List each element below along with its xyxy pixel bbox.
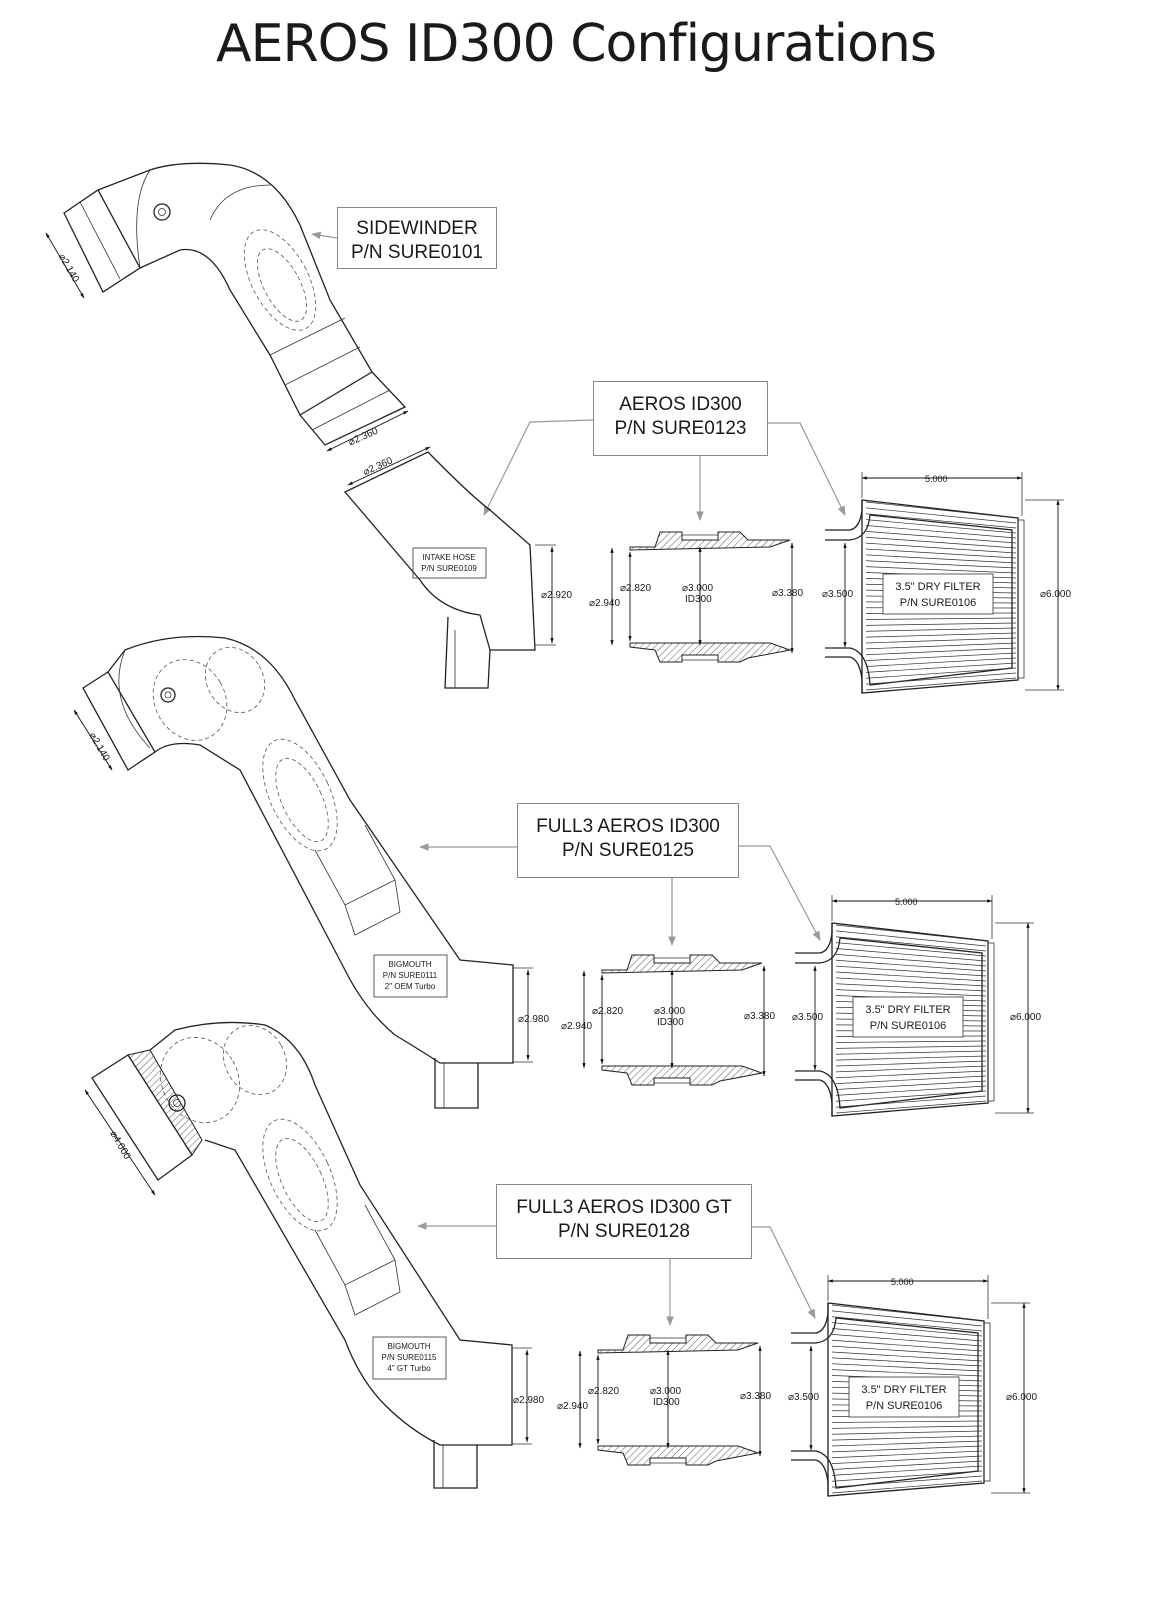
filter-pn: P/N SURE0106 <box>900 597 976 609</box>
bigmouth-oem-desc: 2" OEM Turbo <box>385 982 436 991</box>
dia-symbol: ⌀ <box>56 252 69 263</box>
intake-hose: ⌀2.360 INTAKE HOSE P/N SURE0109 ⌀2.920 <box>343 446 572 689</box>
bigmouth-gt-pipe: BIGMOUTH P/N SURE0115 4" GT Turbo ⌀4.000… <box>84 1021 544 1489</box>
svg-text:⌀3.000: ⌀3.000 <box>682 583 713 594</box>
dim-2920: 2.920 <box>547 590 572 601</box>
callout-full3: FULL3 AEROS ID300 P/N SURE0125 <box>517 803 739 878</box>
dim-5000: 5.000 <box>925 474 948 484</box>
bigmouth-gt-desc: 4" GT Turbo <box>387 1364 431 1373</box>
bigmouth-oem-pn: P/N SURE0111 <box>383 971 438 980</box>
dry-filter: 3.5" DRY FILTER P/N SURE0106 5.000 ⌀3.50… <box>822 472 1071 694</box>
svg-text:⌀2.360: ⌀2.360 <box>362 455 395 478</box>
svg-text:⌀3.380: ⌀3.380 <box>772 588 803 599</box>
dim-2940: 2.940 <box>595 598 620 609</box>
id300-coupler-row3 <box>557 1335 771 1465</box>
dim-3000: 3.000 <box>688 583 713 594</box>
bigmouth-oem-pipe: BIGMOUTH P/N SURE0111 2" OEM Turbo ⌀2.14… <box>73 635 549 1109</box>
callout-sidewinder-name: SIDEWINDER <box>356 218 478 239</box>
svg-text:⌀2.920: ⌀2.920 <box>541 590 572 601</box>
dim-2360-b: 2.360 <box>367 455 395 475</box>
intake-hose-pn: P/N SURE0109 <box>421 564 477 573</box>
bigmouth-gt-pn: P/N SURE0115 <box>382 1353 438 1362</box>
svg-text:⌀2.820: ⌀2.820 <box>620 583 651 594</box>
dry-filter-row2 <box>792 895 1041 1116</box>
id300-coupler-row2 <box>561 955 775 1085</box>
svg-text:⌀6.000: ⌀6.000 <box>1040 589 1071 600</box>
svg-text:⌀2.140: ⌀2.140 <box>56 252 81 285</box>
dim-2140-b: 2.140 <box>89 736 111 764</box>
callout-full3-pn: P/N SURE0125 <box>561 840 694 861</box>
callout-full3gt-pn: P/N SURE0128 <box>557 1221 690 1242</box>
callout-sidewinder-pn: P/N SURE0101 <box>350 242 483 263</box>
dim-2980-b: 2.980 <box>519 1395 544 1406</box>
svg-text:⌀2.980: ⌀2.980 <box>513 1395 544 1406</box>
svg-text:⌀2.980: ⌀2.980 <box>518 1014 549 1025</box>
id300-coupler: ⌀2.820 ⌀2.940 ⌀3.000 ID300 ⌀3.380 <box>589 531 803 663</box>
dim-6000: 6.000 <box>1046 589 1071 600</box>
dry-filter-row3 <box>788 1275 1037 1496</box>
dim-2820: 2.820 <box>626 583 651 594</box>
callout-sidewinder: SIDEWINDER P/N SURE0101 <box>337 207 497 269</box>
callout-full3-name: FULL3 AEROS ID300 <box>536 816 720 837</box>
callout-aeros-pn: P/N SURE0123 <box>614 418 747 439</box>
dim-4000: 4.000 <box>110 1134 132 1162</box>
filter-label: 3.5" DRY FILTER <box>895 581 980 593</box>
dim-3380: 3.380 <box>778 588 803 599</box>
svg-text:⌀2.140: ⌀2.140 <box>86 731 111 764</box>
dim-3500: 3.500 <box>828 589 853 600</box>
bigmouth-oem-label: BIGMOUTH <box>388 960 431 969</box>
sidewinder-pipe: ⌀2.140 ⌀2.360 <box>45 162 409 452</box>
svg-text:⌀3.500: ⌀3.500 <box>822 589 853 600</box>
callout-arrows <box>311 231 846 1326</box>
intake-hose-label: INTAKE HOSE <box>422 553 475 562</box>
dim-2140-a: 2.140 <box>59 257 81 285</box>
dim-2980-a: 2.980 <box>524 1014 549 1025</box>
svg-text:⌀2.360: ⌀2.360 <box>347 426 380 449</box>
svg-text:⌀2.940: ⌀2.940 <box>589 598 620 609</box>
callout-aeros-name: AEROS ID300 <box>619 394 742 415</box>
callout-aeros-id300: AEROS ID300 P/N SURE0123 <box>593 381 768 456</box>
callout-full3gt-name: FULL3 AEROS ID300 GT <box>516 1197 732 1218</box>
page-title: AEROS ID300 Configurations <box>216 14 937 74</box>
id300-label: ID300 <box>685 594 712 605</box>
bigmouth-gt-label: BIGMOUTH <box>387 1342 430 1351</box>
callout-full3-gt: FULL3 AEROS ID300 GT P/N SURE0128 <box>496 1184 752 1259</box>
dim-2360-a: 2.360 <box>353 426 381 446</box>
